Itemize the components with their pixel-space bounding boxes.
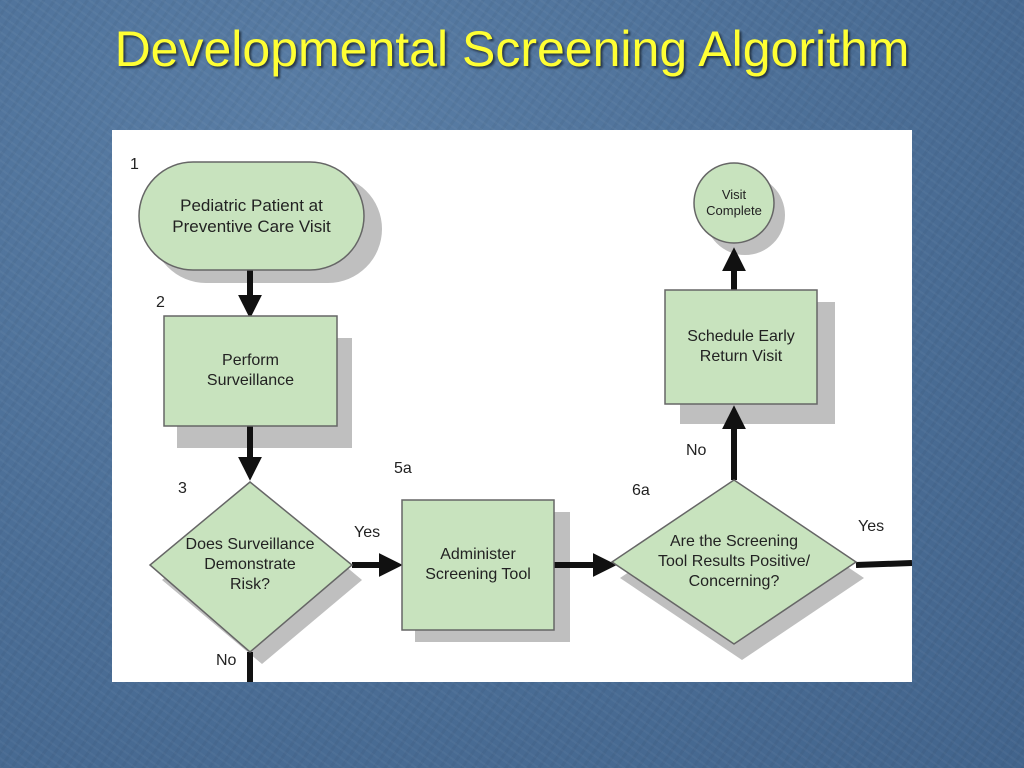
surveillance-node-text: Perform Surveillance bbox=[206, 352, 295, 389]
start-node-text: Pediatric Patient at Preventive Care Vis… bbox=[172, 195, 331, 236]
step-number-5a: 5a bbox=[394, 460, 412, 477]
edge-label-results-yes: Yes bbox=[858, 518, 885, 535]
risk-decision-node bbox=[148, 481, 354, 653]
screening-tool-node-text: Administer Screening Tool bbox=[425, 546, 531, 583]
flowchart-svg bbox=[138, 161, 912, 682]
screening-tool-node bbox=[401, 499, 555, 631]
step-number-1: 1 bbox=[130, 156, 139, 173]
start-node bbox=[138, 161, 365, 271]
early-return-node bbox=[664, 289, 818, 405]
surveillance-node bbox=[163, 315, 338, 427]
step-number-6a: 6a bbox=[632, 482, 650, 499]
results-decision-node bbox=[610, 479, 858, 645]
edge-label-results-no: No bbox=[686, 442, 707, 459]
step-number-3: 3 bbox=[178, 480, 187, 497]
line-results-yes-right bbox=[855, 560, 912, 568]
slide-title: Developmental Screening Algorithm bbox=[114, 21, 910, 77]
step-number-2: 2 bbox=[156, 294, 165, 311]
flowchart-shapes bbox=[138, 161, 858, 653]
risk-decision-node-text: Does Surveillance Demonstrate Risk? bbox=[185, 536, 315, 593]
edge-label-risk-yes: Yes bbox=[354, 524, 381, 541]
visit-complete-node bbox=[693, 162, 775, 244]
edge-label-risk-no: No bbox=[216, 652, 237, 669]
results-decision-node-text: Are the Screening Tool Results Positive/… bbox=[657, 533, 811, 590]
flowchart-panel: 1 2 3 5a 6a Pediatric Patient at Prevent… bbox=[112, 130, 912, 682]
visit-complete-node-text: Visit Complete bbox=[706, 186, 762, 218]
connectors bbox=[238, 247, 912, 682]
early-return-node-text: Schedule Early Return Visit bbox=[687, 328, 795, 365]
